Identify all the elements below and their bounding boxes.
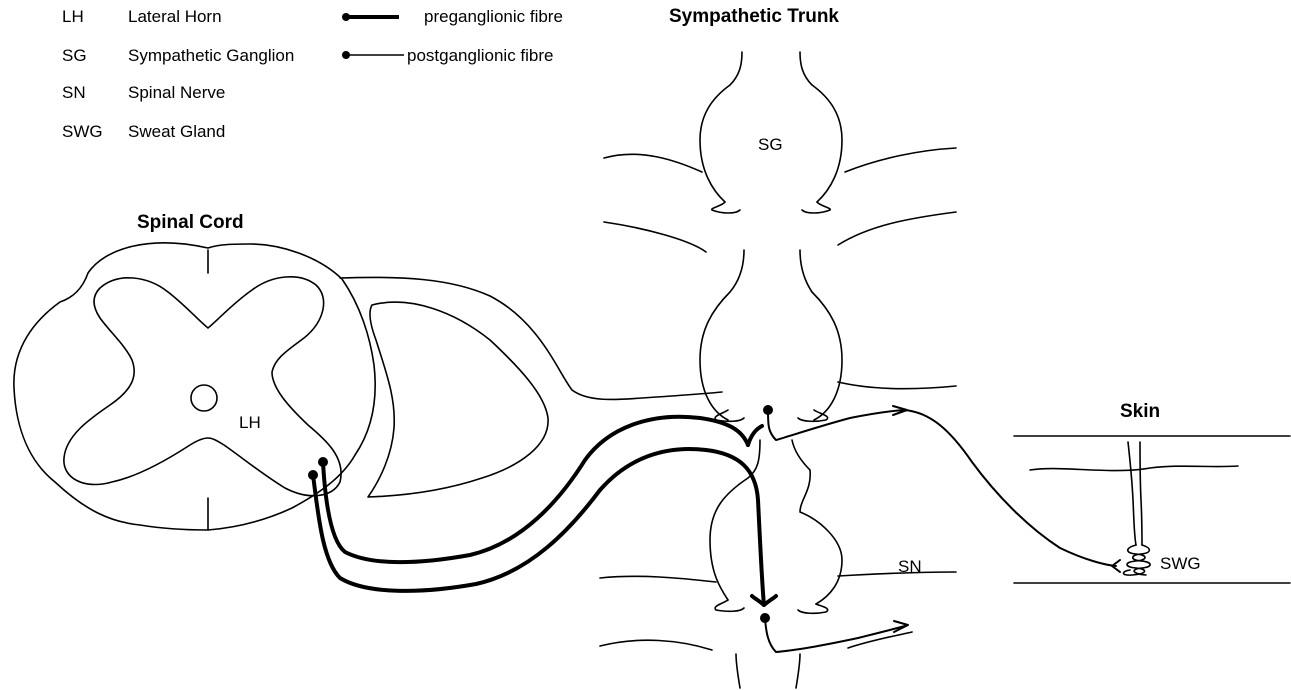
legend-text-swg: Sweat Gland	[128, 122, 225, 141]
legend-abbr-swg: SWG	[62, 122, 103, 141]
skin-title: Skin	[1120, 401, 1160, 422]
legend-pre-swatch	[342, 13, 399, 21]
skin-section: SWG	[1014, 436, 1290, 583]
legend-post-swatch	[342, 51, 404, 59]
postganglionic-fibres	[760, 405, 1120, 652]
postganglionic-fibre-to-spinal-nerve	[765, 618, 905, 652]
central-canal	[191, 385, 217, 411]
legend-pre-label: preganglionic fibre	[424, 7, 563, 26]
swg-label: SWG	[1160, 554, 1201, 573]
sympathetic-ganglion-2	[700, 250, 842, 420]
legend-text-sn: Spinal Nerve	[128, 83, 225, 102]
sympathetic-ganglion-3	[710, 440, 842, 604]
sweat-gland-coil	[1124, 545, 1151, 575]
legend-abbr-lh: LH	[62, 7, 84, 26]
legend-text-sg: Sympathetic Ganglion	[128, 46, 294, 65]
spinal-cord: LH	[14, 243, 375, 530]
dermis-boundary	[1030, 466, 1238, 471]
legend-post-label: postganglionic fibre	[407, 46, 553, 65]
sweat-gland-duct	[1128, 442, 1142, 545]
legend: LH Lateral Horn SG Sympathetic Ganglion …	[62, 7, 563, 141]
sympathetic-ganglion-1	[700, 52, 842, 202]
sympathetic-trunk-title: Sympathetic Trunk	[669, 6, 839, 27]
spinal-cord-title: Spinal Cord	[137, 212, 244, 233]
preganglionic-fibres	[308, 417, 776, 605]
postganglionic-fibre-to-skin	[768, 410, 1116, 566]
grey-matter-butterfly	[64, 277, 341, 496]
spinal-cord-outline	[14, 243, 375, 530]
preganglionic-fibre-1	[323, 417, 748, 562]
dorsal-root-upper	[340, 277, 722, 399]
lh-label: LH	[239, 413, 261, 432]
nerve-roots	[340, 277, 722, 497]
sympathetic-trunk: SG SN	[600, 52, 956, 688]
legend-abbr-sg: SG	[62, 46, 87, 65]
legend-abbr-sn: SN	[62, 83, 86, 102]
legend-text-lh: Lateral Horn	[128, 7, 222, 26]
preganglionic-fibre-2	[313, 449, 764, 605]
sg-label: SG	[758, 135, 783, 154]
sn-label: SN	[898, 557, 922, 576]
dorsal-root-ganglion	[368, 302, 548, 497]
